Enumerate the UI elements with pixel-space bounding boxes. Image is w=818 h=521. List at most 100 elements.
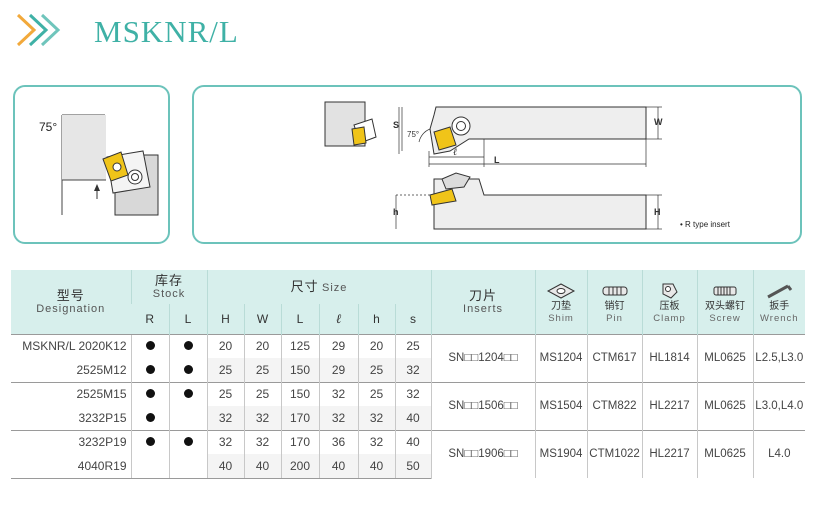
shim-cell: MS1904 <box>534 429 588 478</box>
size-W-cell: 40 <box>243 454 282 479</box>
wrench-cell: L2.5,L3.0 <box>752 333 806 382</box>
designation-cell: 3232P15 <box>78 410 127 425</box>
size-s-cell: 50 <box>394 454 432 479</box>
size-s-header: s <box>394 304 432 334</box>
stock-r-cell <box>130 429 169 454</box>
size-H-cell: 40 <box>206 454 245 479</box>
size-L-cell: 200 <box>280 454 320 479</box>
wrench-cell: L4.0 <box>752 429 806 478</box>
size-W-cell: 25 <box>243 381 282 406</box>
stock-r-cell <box>130 381 169 406</box>
size-hh-header: h <box>357 304 396 334</box>
insert-cell: SN□□1204□□ <box>430 333 536 382</box>
designation-cell: 2525M15 <box>11 381 131 406</box>
size-l-small-header: ℓ <box>318 304 359 334</box>
screw-header: 双头螺钉 Screw <box>696 270 754 334</box>
designation-cell: 4040R19 <box>11 454 131 479</box>
stock-l-cell <box>168 429 208 454</box>
pin-icon <box>602 286 628 296</box>
size-s-cell: 32 <box>394 358 432 382</box>
size-W-cell: 32 <box>243 406 282 430</box>
shim-icon <box>546 283 576 299</box>
dim-l-label: L <box>494 155 500 165</box>
size-L-cell: 150 <box>280 358 320 382</box>
stock-r-cell <box>130 333 169 358</box>
clamp-cell: HL2217 <box>641 381 698 430</box>
page-title: MSKNR/L <box>94 14 239 49</box>
stock-l-cell <box>168 333 208 358</box>
size-h-cell: 25 <box>357 381 396 406</box>
designation-cell: 3232P19 <box>11 429 131 454</box>
size-L-cell: 170 <box>280 406 320 430</box>
dim-l-small-label: ℓ <box>453 147 458 158</box>
wrench-icon <box>767 284 793 299</box>
stock-l-cell <box>168 381 208 406</box>
clamp-cell: HL2217 <box>641 429 698 478</box>
designation-cell: MSKNR/L 2020K12 <box>11 333 131 358</box>
size-h-cell: 32 <box>357 429 396 454</box>
dim-s-label: S <box>393 120 400 130</box>
size-W-cell: 20 <box>243 333 282 358</box>
size-L-cell: 170 <box>280 429 320 454</box>
size-h-header: H <box>206 304 245 334</box>
screw-cell: ML0625 <box>696 333 754 382</box>
size-l_small-cell: 32 <box>318 381 359 406</box>
insert-cell: SN□□1906□□ <box>430 429 536 478</box>
stock-header: 库存 Stock <box>130 270 208 304</box>
in-stock-dot-icon <box>145 364 155 374</box>
dim-w-label: W <box>654 117 663 127</box>
in-stock-dot-icon <box>183 364 193 374</box>
size-l_small-cell: 32 <box>318 406 359 430</box>
angle-detail-diagram: 75° <box>13 85 170 244</box>
in-stock-dot-icon <box>183 389 193 399</box>
size-H-cell: 32 <box>206 429 245 454</box>
shim-header: 刀垫 Shim <box>534 270 588 334</box>
size-H-cell: 25 <box>206 358 245 382</box>
in-stock-dot-icon <box>183 341 193 351</box>
clamp-cell: HL1814 <box>641 333 698 382</box>
screw-icon <box>713 286 737 296</box>
pin-cell: CTM617 <box>586 333 643 382</box>
designation-header: 型号 Designation <box>11 270 131 334</box>
size-h-cell: 20 <box>357 333 396 358</box>
stock-l-cell <box>168 406 208 430</box>
size-H-cell: 25 <box>206 381 245 406</box>
shim-cell: MS1504 <box>534 381 588 430</box>
double-chevron-icon <box>16 13 61 47</box>
in-stock-dot-icon <box>145 412 155 422</box>
clamp-icon <box>662 283 678 299</box>
insert-cell: SN□□1506□□ <box>430 381 536 430</box>
size-L-cell: 150 <box>280 381 320 406</box>
size-H-cell: 20 <box>206 333 245 358</box>
stock-r-cell <box>130 454 169 479</box>
wrench-cell: L3.0,L4.0 <box>752 381 806 430</box>
in-stock-dot-icon <box>183 437 193 447</box>
shim-cell: MS1204 <box>534 333 588 382</box>
r-type-insert-note: • R type insert <box>680 220 730 229</box>
tool-holder-drawing: S 75° ℓ L W h H • R type insert <box>192 85 802 244</box>
size-s-cell: 40 <box>394 429 432 454</box>
size-s-cell: 32 <box>394 381 432 406</box>
size-l_small-cell: 40 <box>318 454 359 479</box>
inserts-header: 刀片 Inserts <box>430 270 536 334</box>
designation-cell: 2525M12 <box>76 362 127 377</box>
clamp-header: 压板 Clamp <box>641 270 698 334</box>
dim-h-big-label: H <box>654 207 661 217</box>
size-h-cell: 40 <box>357 454 396 479</box>
size-l_small-cell: 29 <box>318 358 359 382</box>
wrench-header: 扳手 Wrench <box>752 270 806 334</box>
size-h-cell: 25 <box>357 358 396 382</box>
stock-r-header: R <box>131 304 169 334</box>
in-stock-dot-icon <box>145 389 155 399</box>
stock-l-header: L <box>168 304 208 334</box>
stock-l-cell <box>168 358 208 382</box>
stock-r-cell <box>130 406 169 430</box>
size-h-cell: 32 <box>357 406 396 430</box>
screw-cell: ML0625 <box>696 381 754 430</box>
screw-cell: ML0625 <box>696 429 754 478</box>
